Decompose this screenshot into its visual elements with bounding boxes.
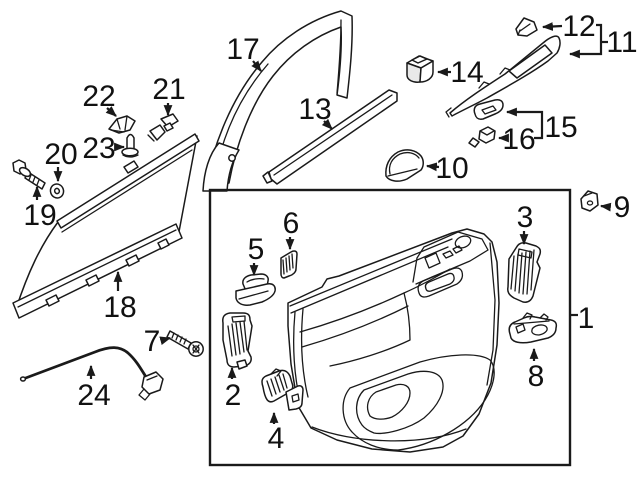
callout-11[interactable]: 11 bbox=[568, 23, 638, 59]
callout-10[interactable]: 10 bbox=[425, 152, 469, 185]
callout-14[interactable]: 14 bbox=[436, 56, 484, 89]
callout-13-arrow bbox=[321, 118, 333, 130]
part-clip-9 bbox=[580, 190, 599, 212]
part-upper-trim-applique bbox=[445, 35, 561, 118]
callout-15-label[interactable]: 15 bbox=[544, 111, 577, 144]
part-clip-22 bbox=[108, 115, 136, 134]
callout-3-label[interactable]: 3 bbox=[517, 201, 534, 234]
callout-12-arrow bbox=[541, 22, 563, 31]
part-pull-cup-bezel bbox=[508, 312, 558, 344]
callout-20-label[interactable]: 20 bbox=[44, 138, 77, 171]
callout-15-bracket bbox=[505, 107, 544, 140]
callout-19-label[interactable]: 19 bbox=[23, 199, 56, 232]
callout-23[interactable]: 23 bbox=[82, 132, 126, 165]
callout-24[interactable]: 24 bbox=[77, 364, 111, 412]
callout-22-arrow bbox=[105, 106, 117, 117]
callout-10-arrow bbox=[425, 162, 440, 172]
callout-5[interactable]: 5 bbox=[248, 233, 265, 277]
callout-12-label[interactable]: 12 bbox=[562, 10, 595, 43]
callout-5-label[interactable]: 5 bbox=[248, 233, 265, 266]
part-bracket-5 bbox=[235, 273, 276, 306]
part-bracket-3 bbox=[507, 242, 542, 303]
callout-9-label[interactable]: 9 bbox=[614, 191, 631, 224]
part-screw bbox=[166, 330, 204, 357]
part-plate-15 bbox=[473, 99, 504, 120]
callout-1[interactable]: 1 bbox=[570, 302, 594, 335]
callout-8[interactable]: 8 bbox=[528, 347, 545, 393]
callout-9-arrow bbox=[599, 202, 612, 212]
part-door-trim-panel bbox=[287, 228, 500, 453]
part-window-shade bbox=[12, 133, 200, 319]
callout-10-label[interactable]: 10 bbox=[435, 152, 468, 185]
callout-7[interactable]: 7 bbox=[144, 325, 172, 358]
callout-21[interactable]: 21 bbox=[152, 73, 186, 117]
callout-23-label[interactable]: 23 bbox=[82, 132, 115, 165]
part-cable bbox=[19, 346, 164, 401]
callout-18[interactable]: 18 bbox=[103, 270, 137, 324]
callout-7-label[interactable]: 7 bbox=[144, 325, 161, 358]
callout-13[interactable]: 13 bbox=[298, 93, 333, 130]
part-bracket-2 bbox=[222, 312, 253, 370]
callout-20[interactable]: 20 bbox=[44, 138, 78, 183]
part-belt-molding bbox=[262, 89, 398, 185]
callout-22[interactable]: 22 bbox=[82, 80, 117, 117]
part-bolt bbox=[12, 159, 46, 190]
callout-4[interactable]: 4 bbox=[268, 411, 285, 455]
part-handle-cover bbox=[385, 149, 424, 182]
callout-17-label[interactable]: 17 bbox=[226, 33, 259, 66]
callout-2-label[interactable]: 2 bbox=[225, 379, 242, 412]
callout-2[interactable]: 2 bbox=[225, 366, 242, 412]
part-window-frame-molding bbox=[202, 10, 353, 192]
callout-16-label[interactable]: 16 bbox=[502, 123, 535, 156]
callout-14-label[interactable]: 14 bbox=[450, 56, 483, 89]
callout-19[interactable]: 19 bbox=[23, 185, 57, 232]
callout-6-label[interactable]: 6 bbox=[283, 207, 300, 240]
callout-13-label[interactable]: 13 bbox=[298, 93, 331, 126]
part-washer bbox=[49, 183, 65, 199]
callout-16[interactable]: 16 bbox=[497, 123, 536, 156]
part-bracket-6 bbox=[280, 250, 298, 279]
callout-1-label[interactable]: 1 bbox=[578, 302, 595, 335]
callout-15[interactable]: 15 bbox=[505, 107, 578, 144]
part-window-switch bbox=[406, 55, 434, 83]
callout-24-label[interactable]: 24 bbox=[77, 379, 110, 412]
callout-17-arrow bbox=[251, 60, 262, 72]
callout-3[interactable]: 3 bbox=[517, 201, 534, 246]
part-clip-21 bbox=[147, 113, 179, 142]
callout-8-label[interactable]: 8 bbox=[528, 360, 545, 393]
callout-22-label[interactable]: 22 bbox=[82, 80, 115, 113]
callout-17[interactable]: 17 bbox=[226, 33, 262, 72]
callout-12[interactable]: 12 bbox=[541, 10, 596, 43]
part-stud bbox=[121, 133, 139, 158]
part-bracket-4 bbox=[261, 368, 304, 411]
callout-7-arrow bbox=[159, 336, 172, 345]
callout-11-label[interactable]: 11 bbox=[606, 26, 637, 59]
part-clip-16 bbox=[468, 126, 496, 148]
callout-18-label[interactable]: 18 bbox=[103, 291, 136, 324]
callout-4-label[interactable]: 4 bbox=[268, 422, 285, 455]
part-cap-12 bbox=[515, 17, 538, 37]
assembly-box-frame bbox=[208, 188, 572, 467]
callout-9[interactable]: 9 bbox=[599, 191, 631, 224]
callout-11-bracket bbox=[568, 23, 603, 59]
callout-21-label[interactable]: 21 bbox=[152, 73, 185, 106]
callout-6[interactable]: 6 bbox=[283, 207, 300, 251]
